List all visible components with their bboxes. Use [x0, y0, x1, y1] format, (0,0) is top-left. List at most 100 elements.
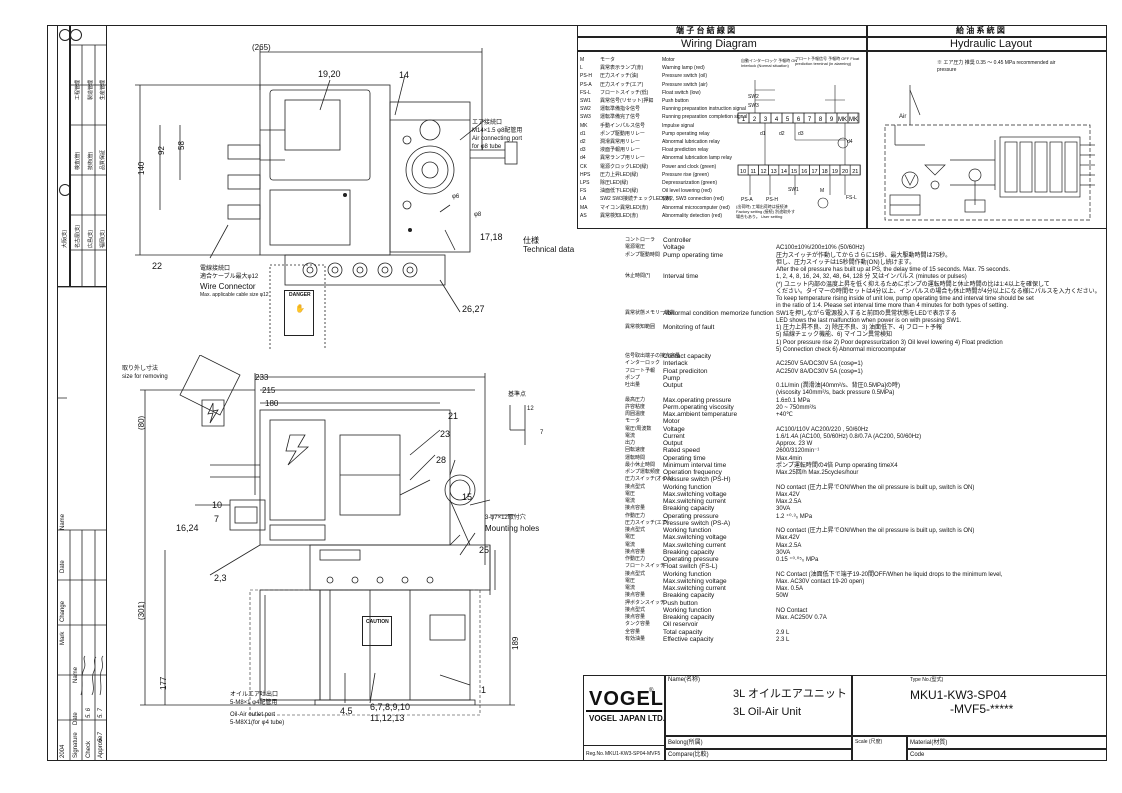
- strip-cell-5: 技術(管): [88, 151, 94, 170]
- legend-code: LPS: [580, 180, 590, 186]
- terminal-number: 10: [740, 169, 746, 175]
- legend-en: Impulse signal: [662, 122, 694, 129]
- spec-en: Current: [663, 432, 685, 440]
- hydraulic-note: ※ エア圧力 推奨 0.35 ～ 0.45 MPa recommended ai…: [937, 60, 1056, 73]
- air-port-en2: for φ8 tube: [472, 144, 502, 150]
- spec-value: +40℃: [776, 412, 793, 418]
- terminal-number: 21: [852, 169, 858, 175]
- callout-14: 14: [399, 70, 410, 80]
- legend-en: Motor: [662, 57, 675, 63]
- wiring-d2-label: d2: [779, 131, 785, 137]
- wire-jp1: 電線接続口: [200, 266, 231, 272]
- dim-phi8: φ8: [474, 212, 482, 218]
- legend-jp: 圧力スイッチ(エア): [600, 81, 644, 88]
- name-en: 3L Oil-Air Unit: [733, 706, 802, 718]
- spec-value: To keep temperature rising inside of uni…: [776, 296, 1034, 302]
- air-port-jp: エア接続口: [472, 120, 503, 126]
- strip-year: 2004: [60, 744, 66, 758]
- spec-value: 1, 2, 4, 8, 16, 24, 32, 48, 64, 128 分 又は…: [776, 274, 967, 281]
- legend-jp: 電源クロックLED(緑): [600, 163, 649, 170]
- spec-value: Max.25回/h Max.25cycles/hour: [776, 470, 859, 476]
- spec-en: Minimum interval time: [663, 461, 727, 469]
- dim-180: 180: [265, 399, 279, 408]
- spec-value: 0.15 ⁺⁰·⁰⁵₀ MPa: [776, 557, 819, 563]
- spec-en: Operating time: [663, 454, 706, 462]
- legend-jp: フロートスイッチ(低): [600, 89, 649, 96]
- spec-value: Max. 0.5A: [776, 586, 804, 592]
- terminal-number: 1: [742, 117, 746, 123]
- spec-jp: 電流: [625, 585, 636, 591]
- strip-date-label: Date: [60, 560, 66, 573]
- spec-value: Max. AC30V contact 19-20 open): [776, 578, 865, 585]
- spec-en: Contact capacity: [663, 353, 712, 360]
- spec-value: 1) 圧力上昇不良、2) 除圧不良、3) 油面低下、4) フロート予報: [776, 325, 943, 331]
- spec-en: Effective capacity: [663, 635, 714, 643]
- spec-value: 1) Poor pressure rise 2) Poor depressuri…: [776, 339, 1003, 346]
- spec-en: Breaking capacity: [663, 505, 715, 513]
- spec-jp: 接点型式: [625, 527, 646, 533]
- spec-en: Pressure switch (PS-A): [663, 519, 731, 527]
- spec-jp: 信号取出端子の接点容量: [625, 353, 681, 359]
- legend-code: SW1: [580, 98, 591, 104]
- spec-value: 1.6±0.1 MPa: [776, 397, 810, 404]
- dim-233: 233: [255, 373, 269, 382]
- strip-cell-4: 検査(管): [75, 151, 81, 170]
- terminal-number: 17: [811, 169, 817, 175]
- spec-value: AC250V 5A/DC30V 5A (cosφ=1): [776, 361, 863, 368]
- callout-2-3: 2,3: [214, 573, 227, 583]
- strip-cell-3: 生産管理: [100, 79, 106, 100]
- spec-value: 20 ~ 750mm²/s: [776, 404, 817, 411]
- callout-25: 25: [479, 545, 490, 555]
- spec-jp: フロートスイッチ: [625, 563, 666, 570]
- spec-value: 5) Connection check 6) Abnormal microcom…: [776, 346, 907, 353]
- legend-jp: 異常ランプ用リレー: [600, 155, 645, 162]
- callout-4-5: 4,5: [340, 706, 353, 716]
- terminal-number: 2: [753, 117, 757, 123]
- legend-jp: 運転準備完了信号: [600, 114, 641, 121]
- spec-en: Breaking capacity: [663, 592, 715, 600]
- dim-12: 12: [527, 406, 534, 412]
- legend-jp: 運転準備指令信号: [600, 106, 641, 113]
- terminal-number: 20: [842, 169, 848, 175]
- spec-jp: 電圧: [625, 534, 636, 541]
- spec-value: (viscosity 140mm²/s, back pressure 0.5MP…: [776, 390, 895, 397]
- spec-jp: 電源電圧: [625, 244, 646, 251]
- mount-en: Mounting holes: [485, 524, 540, 533]
- spec-en: Interval time: [663, 273, 699, 281]
- wiring-title-jp-box: [577, 25, 867, 37]
- title-block-material-cell: [907, 736, 1107, 749]
- spec-jp: 作動圧力: [625, 512, 646, 519]
- regno-label: Reg.No.: [586, 751, 605, 757]
- wiring-body-box: [577, 51, 867, 229]
- spec-jp: 休止時間(*): [625, 273, 651, 280]
- legend-en: Abnormality detection (red): [662, 212, 723, 219]
- spec-jp: 接点型式: [625, 483, 646, 490]
- spec-value: NC Contact (油面低下で端子19-20間OFF/When he liq…: [776, 571, 1003, 578]
- spec-jp: 接点型式: [625, 606, 646, 613]
- hydraulic-body-box: [867, 51, 1107, 229]
- terminal-box: [849, 164, 861, 176]
- wiring-m-label: M: [820, 188, 825, 194]
- spec-jp: 最小休止時間: [625, 461, 656, 468]
- legend-code: PS-H: [580, 73, 592, 80]
- legend-code: d4: [580, 155, 586, 162]
- hydraulic-schematic: [884, 85, 1095, 221]
- wiring-d3-label: d3: [798, 131, 804, 137]
- spec-value: in the ratio of 1:4. Please set interval…: [776, 303, 1009, 310]
- spec-value: LED shows the last malfunction when powe…: [776, 317, 962, 324]
- spec-value: 30VA: [776, 506, 791, 513]
- legend-jp: マイコン異常LED(赤): [600, 204, 649, 211]
- strip-date-label-2: Date: [73, 712, 79, 725]
- callout-11-13: 11,12,13: [370, 713, 405, 723]
- strip-cell-6: 品質保証: [100, 149, 106, 170]
- legend-jp: 圧力上昇LED(緑): [600, 171, 639, 178]
- legend-code: AS: [580, 212, 587, 219]
- legend-jp: ポンプ駆動用リレー: [600, 130, 645, 137]
- spec-jp: 吐出量: [625, 382, 641, 388]
- spec-en: Float switch (FS-L): [663, 563, 718, 571]
- spec-value: 1.6/1.4A (AC100, 50/60Hz) 0.8/0.7A (AC20…: [776, 433, 922, 440]
- terminal-number: 15: [791, 169, 797, 175]
- spec-en: Max.switching current: [663, 498, 726, 505]
- legend-jp: 液面予報用リレー: [600, 147, 641, 154]
